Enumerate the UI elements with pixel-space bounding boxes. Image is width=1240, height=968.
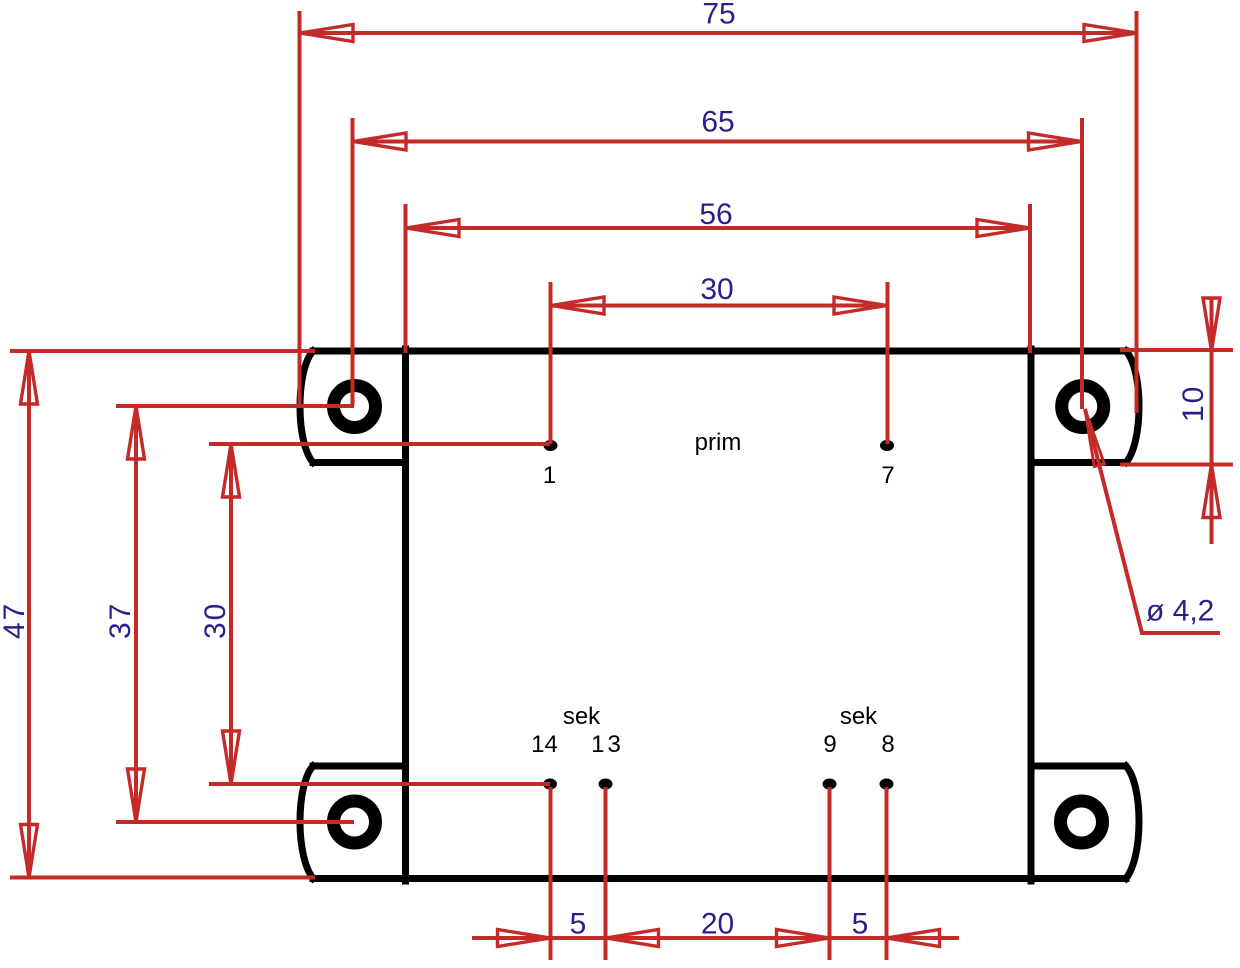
svg-text:30: 30 xyxy=(199,602,232,639)
svg-text:5: 5 xyxy=(570,908,587,941)
svg-text:5: 5 xyxy=(852,908,869,941)
svg-text:37: 37 xyxy=(104,602,137,639)
svg-text:30: 30 xyxy=(700,273,733,306)
svg-text:10: 10 xyxy=(1177,385,1210,422)
svg-text:7: 7 xyxy=(881,462,894,489)
svg-text:ø 4,2: ø 4,2 xyxy=(1146,595,1214,628)
svg-text:75: 75 xyxy=(702,0,735,31)
svg-text:56: 56 xyxy=(699,198,732,231)
svg-text:8: 8 xyxy=(881,731,894,758)
svg-text:sek: sek xyxy=(563,703,601,730)
svg-text:1: 1 xyxy=(543,462,556,489)
svg-text:sek: sek xyxy=(840,703,878,730)
svg-text:9: 9 xyxy=(823,731,836,758)
svg-text:20: 20 xyxy=(701,908,734,941)
svg-text:47: 47 xyxy=(0,602,31,639)
svg-text:prim: prim xyxy=(695,429,742,456)
svg-text:65: 65 xyxy=(701,106,734,139)
svg-text:13: 13 xyxy=(591,731,624,758)
svg-text:14: 14 xyxy=(531,731,558,758)
